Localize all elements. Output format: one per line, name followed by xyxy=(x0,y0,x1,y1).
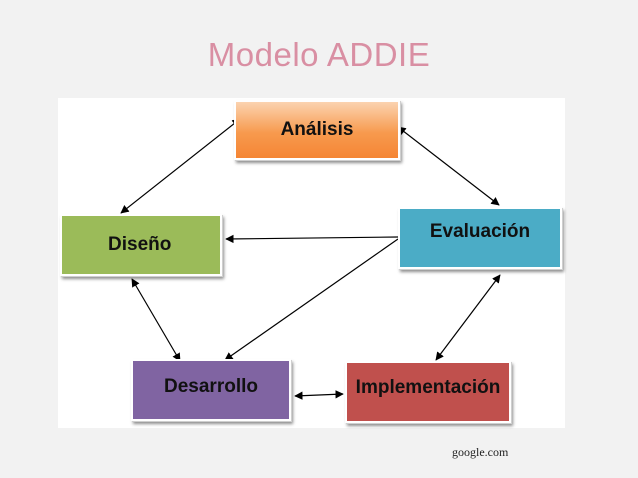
connector-layer xyxy=(120,118,501,400)
addie-diagram: Análisis Diseño Evaluación Desarrollo Im… xyxy=(58,98,565,428)
arrow-evaluacion-diseno xyxy=(225,234,399,244)
node-evaluacion: Evaluación xyxy=(398,207,562,269)
image-credit: google.com xyxy=(452,445,509,459)
node-desarrollo-label: Desarrollo xyxy=(164,376,258,397)
arrow-analisis-diseno xyxy=(120,118,241,214)
node-diseno-label: Diseño xyxy=(108,234,172,255)
node-evaluacion-label: Evaluación xyxy=(429,221,531,242)
node-analisis: Análisis xyxy=(234,100,400,160)
node-implementacion-label: Implementación xyxy=(355,377,501,398)
arrow-diseno-desarrollo xyxy=(131,278,181,362)
arrow-implementacion-evaluacion xyxy=(435,274,501,361)
node-implementacion: Implementación xyxy=(345,361,511,423)
slide-title: Modelo ADDIE xyxy=(207,36,431,73)
arrow-analisis-evaluacion xyxy=(397,126,500,206)
node-analisis-label: Análisis xyxy=(280,119,354,140)
arrow-evaluacion-desarrollo xyxy=(224,238,399,361)
arrow-desarrollo-implementacion xyxy=(294,390,344,400)
node-diseno: Diseño xyxy=(60,214,222,276)
node-desarrollo: Desarrollo xyxy=(131,359,291,421)
